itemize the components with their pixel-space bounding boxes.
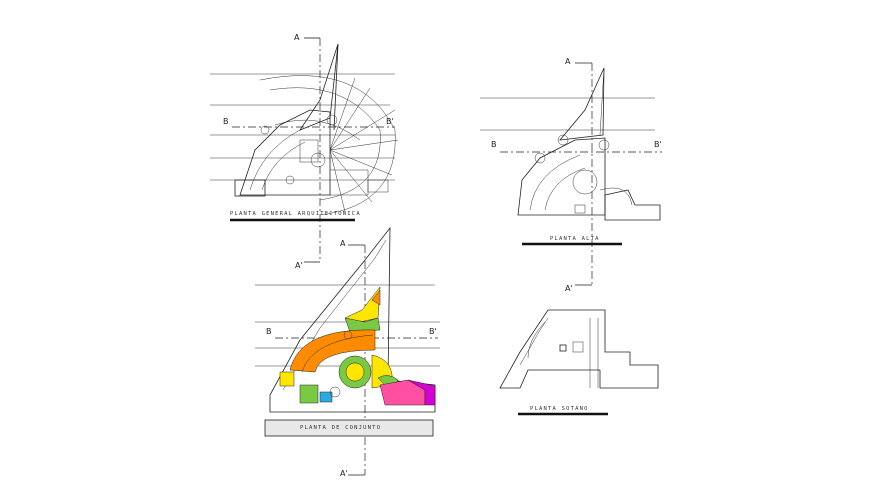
section-a-prime-label-conjunto: A' <box>340 469 348 478</box>
section-b-prime-label: B' <box>386 117 394 126</box>
section-b-prime-label-conjunto: B' <box>429 327 437 336</box>
section-a-prime-label: A' <box>295 261 303 270</box>
plan-general: A A' B B' PLANTA GENERAL ARQUITECTONICA <box>210 33 399 270</box>
section-b-label: B <box>223 117 229 126</box>
section-a-label-alta: A <box>565 57 571 66</box>
plan-conjunto-title: PLANTA DE CONJUNTO <box>300 425 381 431</box>
section-b-label-alta: B <box>491 140 497 149</box>
section-a-label: A <box>294 33 300 42</box>
section-a-prime-label-alta: A' <box>565 284 573 293</box>
section-b-label-conjunto: B <box>266 327 272 336</box>
plan-general-title: PLANTA GENERAL ARQUITECTONICA <box>230 211 361 217</box>
plan-alta-title: PLANTA ALTA <box>550 236 600 242</box>
section-a-label-conjunto: A <box>340 239 346 248</box>
plan-conjunto: A A' B B' PLANTA DE CONJUNTO <box>255 226 440 478</box>
plan-alta: A A' B B' PLANTA ALTA <box>480 57 662 293</box>
section-b-prime-label-alta: B' <box>654 140 662 149</box>
plan-sotano: PLANTA SOTANO <box>499 309 659 416</box>
plan-sotano-title: PLANTA SOTANO <box>530 406 589 412</box>
